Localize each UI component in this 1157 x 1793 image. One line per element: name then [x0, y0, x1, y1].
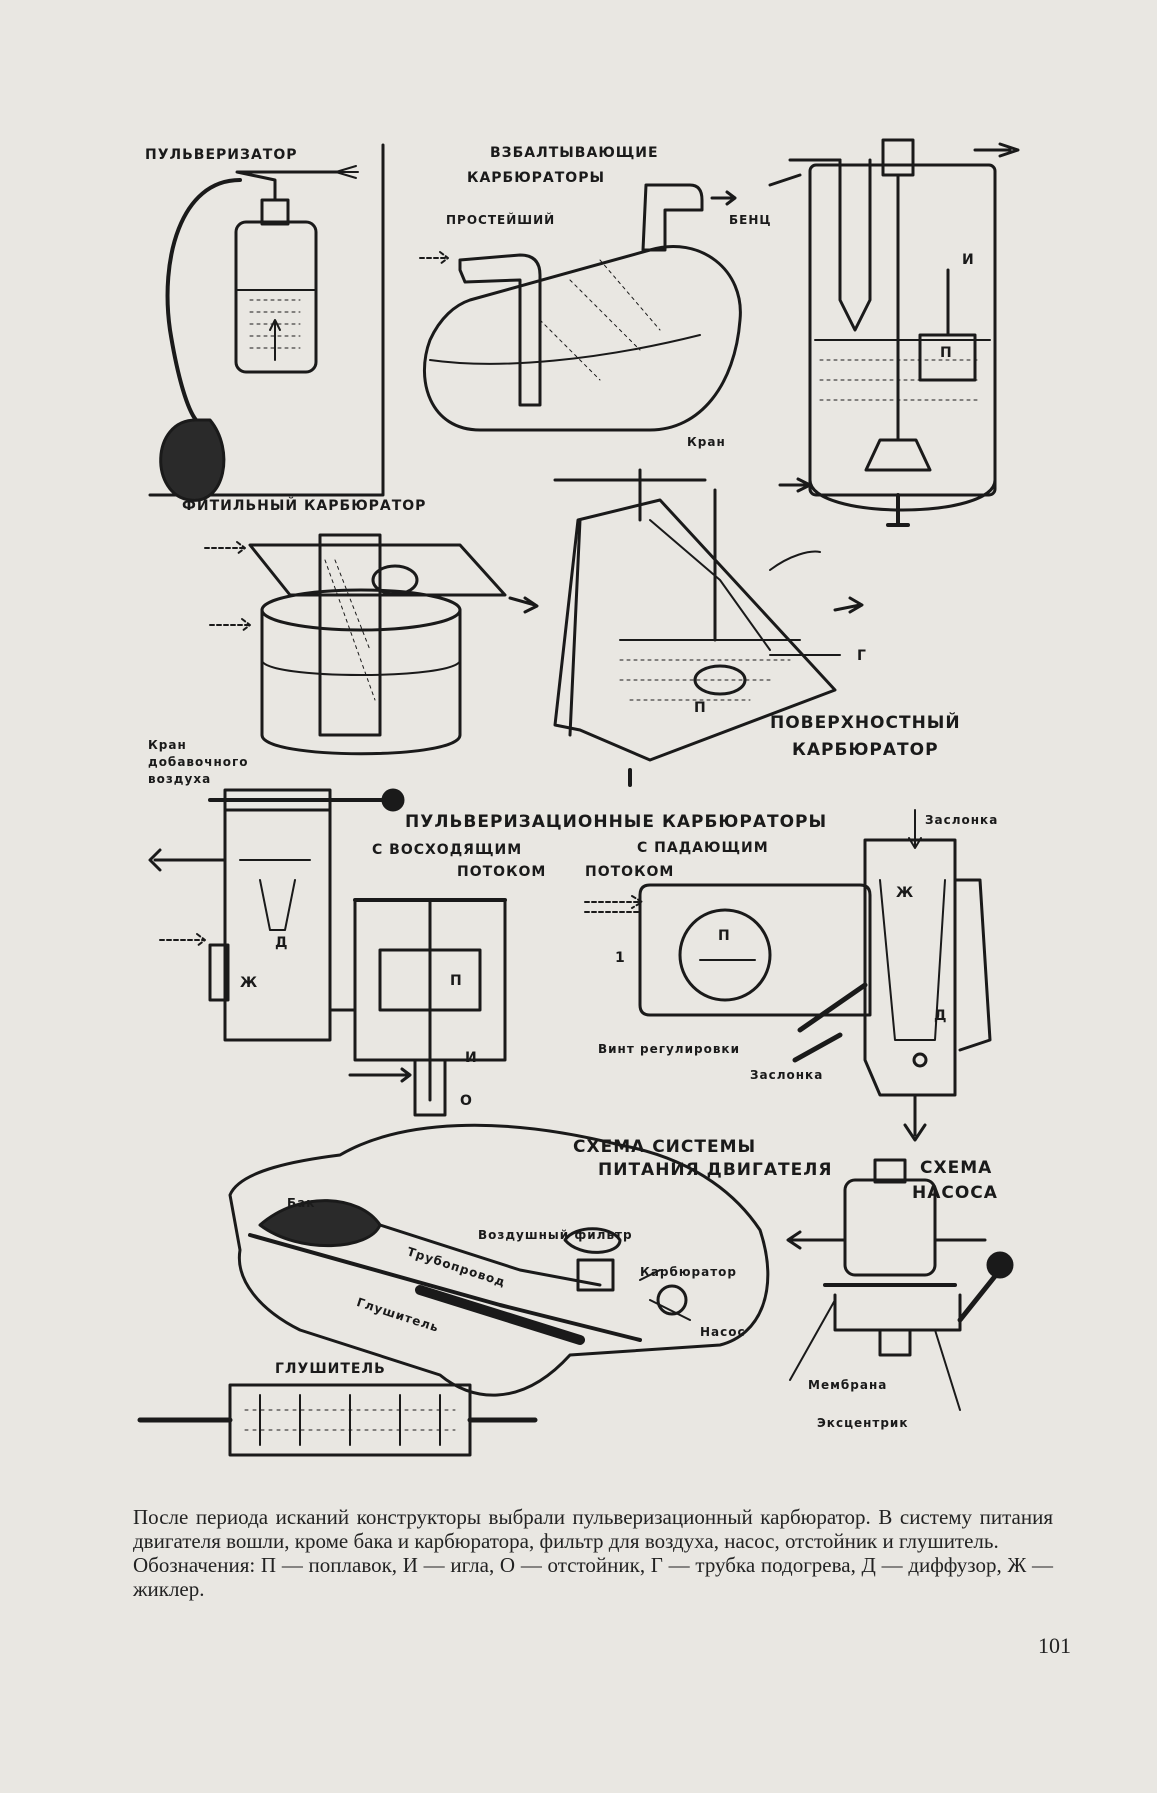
marker-heating-tube: Г — [857, 648, 867, 664]
marker-needle-updraft: И — [465, 1050, 478, 1066]
page-number: 101 — [1038, 1633, 1071, 1658]
label-valve: Кран — [687, 435, 726, 449]
label-pump-2: НАСОСА — [912, 1183, 998, 1203]
carburetor-illustration — [137, 138, 1020, 1457]
label-wick-carburetor: ФИТИЛЬНЫЙ КАРБЮРАТОР — [182, 498, 427, 514]
fuel-system-diagram — [228, 1123, 770, 1397]
label-extra-air-2: добавочного — [148, 755, 249, 769]
sprayer-diagram — [148, 143, 385, 502]
label-surface-2: КАРБЮРАТОР — [792, 740, 939, 760]
caption-paragraph-1: После периода исканий конструкторы выбра… — [133, 1505, 1053, 1553]
benz-carburetor-diagram — [768, 138, 1020, 527]
marker-float-benz: П — [940, 345, 953, 361]
fuel-pump-diagram — [786, 1158, 1014, 1411]
label-benz: БЕНЦ — [729, 213, 772, 227]
muffler-diagram — [137, 1383, 538, 1457]
label-pump: Насос — [700, 1325, 746, 1339]
marker-sump: О — [460, 1093, 473, 1109]
label-membrane: Мембрана — [808, 1378, 888, 1392]
label-updraft-1: С ВОСХОДЯЩИМ — [372, 842, 523, 858]
marker-diffuser-updraft: Д — [275, 935, 289, 951]
label-stirring-1: ВЗБАЛТЫВАЮЩИЕ — [490, 145, 659, 161]
label-fuel-system-2: ПИТАНИЯ ДВИГАТЕЛЯ — [598, 1160, 833, 1180]
marker-diffuser-downdraft: Д — [934, 1008, 948, 1024]
marker-one: 1 — [615, 950, 626, 966]
label-throttle-top: Заслонка — [925, 813, 999, 827]
label-downdraft-1: С ПАДАЮЩИМ — [637, 840, 769, 856]
downdraft-carburetor-diagram — [584, 809, 992, 1142]
simplest-carburetor-diagram — [419, 183, 742, 432]
wick-carburetor-diagram — [204, 533, 539, 756]
label-throttle-bottom: Заслонка — [750, 1068, 824, 1082]
marker-jet-downdraft: Ж — [896, 885, 915, 901]
label-air-filter: Воздушный фильтр — [478, 1228, 633, 1242]
caption: После периода исканий конструкторы выбра… — [133, 1505, 1053, 1601]
label-stirring-2: КАРБЮРАТОРЫ — [467, 170, 605, 186]
updraft-carburetor-diagram — [148, 788, 507, 1117]
label-pump-1: СХЕМА — [920, 1158, 993, 1178]
label-pulverizing: ПУЛЬВЕРИЗАЦИОННЫЕ КАРБЮРАТОРЫ — [405, 812, 828, 832]
label-extra-air-3: воздуха — [148, 772, 212, 786]
marker-needle-benz: И — [962, 252, 975, 268]
label-tank: Бак — [287, 1196, 316, 1210]
marker-float-updraft: П — [450, 973, 463, 989]
label-downdraft-2: ПОТОКОМ — [585, 864, 675, 880]
label-sprayer: ПУЛЬВЕРИЗАТОР — [145, 147, 298, 163]
label-carburetor: Карбюратор — [640, 1265, 738, 1279]
label-extra-air-1: Кран — [148, 738, 187, 752]
marker-jet-updraft: Ж — [240, 975, 259, 991]
marker-float-downdraft: П — [718, 928, 731, 944]
label-simplest: ПРОСТЕЙШИЙ — [446, 213, 556, 227]
label-updraft-2: ПОТОКОМ — [457, 864, 547, 880]
caption-paragraph-2: Обозначения: П — поплавок, И — игла, О —… — [133, 1553, 1053, 1601]
marker-float-surface: П — [694, 700, 707, 716]
label-surface-1: ПОВЕРХНОСТНЫЙ — [770, 713, 961, 733]
label-muffler-title: ГЛУШИТЕЛЬ — [275, 1361, 386, 1377]
label-adjusting-screw: Винт регулировки — [598, 1042, 740, 1056]
surface-carburetor-diagram — [553, 468, 864, 787]
label-eccentric: Эксцентрик — [817, 1416, 909, 1430]
label-fuel-system-1: СХЕМА СИСТЕМЫ — [573, 1137, 757, 1157]
